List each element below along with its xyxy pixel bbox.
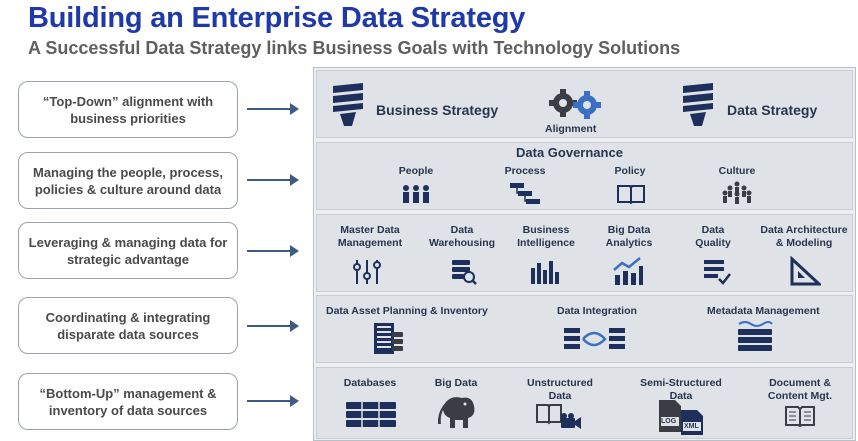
band-data-management xyxy=(316,214,853,292)
master-data-label-line2: Management xyxy=(337,237,403,249)
database-search-icon xyxy=(452,260,477,285)
lightbulb-icon xyxy=(333,83,363,126)
people-icon xyxy=(403,185,429,203)
log-file-label: LOG xyxy=(661,418,677,425)
unstructured-label-line1: Unstructured xyxy=(527,377,593,389)
quality-check-icon xyxy=(704,260,731,285)
bi-label-line2: Intelligence xyxy=(517,237,575,249)
page-title: Building an Enterprise Data Strategy xyxy=(28,2,526,34)
metadata-stack-icon xyxy=(738,321,773,351)
semi-structured-label-line2: Data xyxy=(669,390,693,402)
culture-group-icon xyxy=(722,181,752,204)
band-data-sources xyxy=(316,367,853,439)
master-data-icon xyxy=(353,260,381,284)
set-square-icon xyxy=(790,256,821,286)
data-governance-title: Data Governance xyxy=(516,145,623,160)
data-quality-label-line2: Quality xyxy=(695,237,731,249)
culture-label: Culture xyxy=(718,165,756,177)
integration-icon xyxy=(564,328,625,349)
left-box-governance: Managing the people, process, policies &… xyxy=(18,152,238,209)
policy-label: Policy xyxy=(614,165,646,177)
book-camera-icon xyxy=(536,404,581,429)
document-label-line2: Content Mgt. xyxy=(767,390,833,402)
databases-label: Databases xyxy=(343,377,397,389)
architecture-label-line1: Data Architecture xyxy=(760,224,848,236)
process-label: Process xyxy=(504,165,546,177)
data-quality-label-line1: Data xyxy=(701,224,725,236)
unstructured-label-line2: Data xyxy=(548,390,572,402)
book-icon xyxy=(617,185,645,204)
arrow-2 xyxy=(247,174,299,186)
data-strategy-label: Data Strategy xyxy=(727,102,818,118)
arrow-1 xyxy=(247,103,299,115)
alignment-label: Alignment xyxy=(545,123,597,135)
database-icon xyxy=(346,402,396,427)
xml-file-label: XML xyxy=(684,423,699,430)
architecture-label-line2: & Modeling xyxy=(775,237,833,249)
left-box-coordinating: Coordinating & integrating disparate dat… xyxy=(18,297,238,354)
big-data-analytics-label-line2: Analytics xyxy=(605,237,653,249)
business-strategy-label: Business Strategy xyxy=(376,102,499,118)
left-box-leveraging: Leveraging & managing data for strategic… xyxy=(18,222,238,279)
bar-chart-icon xyxy=(531,261,559,284)
document-label-line1: Document & xyxy=(769,377,831,389)
left-box-bottom-up: “Bottom-Up” management & inventory of da… xyxy=(18,373,238,430)
arrow-5 xyxy=(247,395,299,407)
metadata-management-label: Metadata Management xyxy=(707,305,820,317)
asset-planning-label: Data Asset Planning & Inventory xyxy=(326,305,488,317)
analytics-chart-icon xyxy=(613,257,643,285)
people-label: People xyxy=(398,165,434,177)
master-data-label-line1: Master Data xyxy=(340,224,400,236)
big-data-analytics-label-line1: Big Data xyxy=(607,224,651,236)
page-subtitle: A Successful Data Strategy links Busines… xyxy=(28,38,681,58)
gears-icon xyxy=(549,89,601,119)
log-xml-files-icon xyxy=(659,400,703,435)
left-box-top-down: “Top-Down” alignment with business prior… xyxy=(18,81,238,138)
document-book-icon xyxy=(785,406,815,427)
warehousing-label-line2: Warehousing xyxy=(428,237,496,249)
semi-structured-label-line1: Semi-Structured xyxy=(640,377,722,389)
bi-label-line1: Business xyxy=(522,224,570,236)
process-icon xyxy=(510,183,540,204)
arrow-4 xyxy=(247,320,299,332)
data-integration-label: Data Integration xyxy=(557,305,637,317)
big-data-label: Big Data xyxy=(434,377,478,389)
warehousing-label-line1: Data xyxy=(450,224,474,236)
lightbulb-icon xyxy=(683,83,713,126)
elephant-icon xyxy=(438,397,475,428)
arrow-3 xyxy=(247,245,299,257)
inventory-list-icon xyxy=(374,323,403,354)
